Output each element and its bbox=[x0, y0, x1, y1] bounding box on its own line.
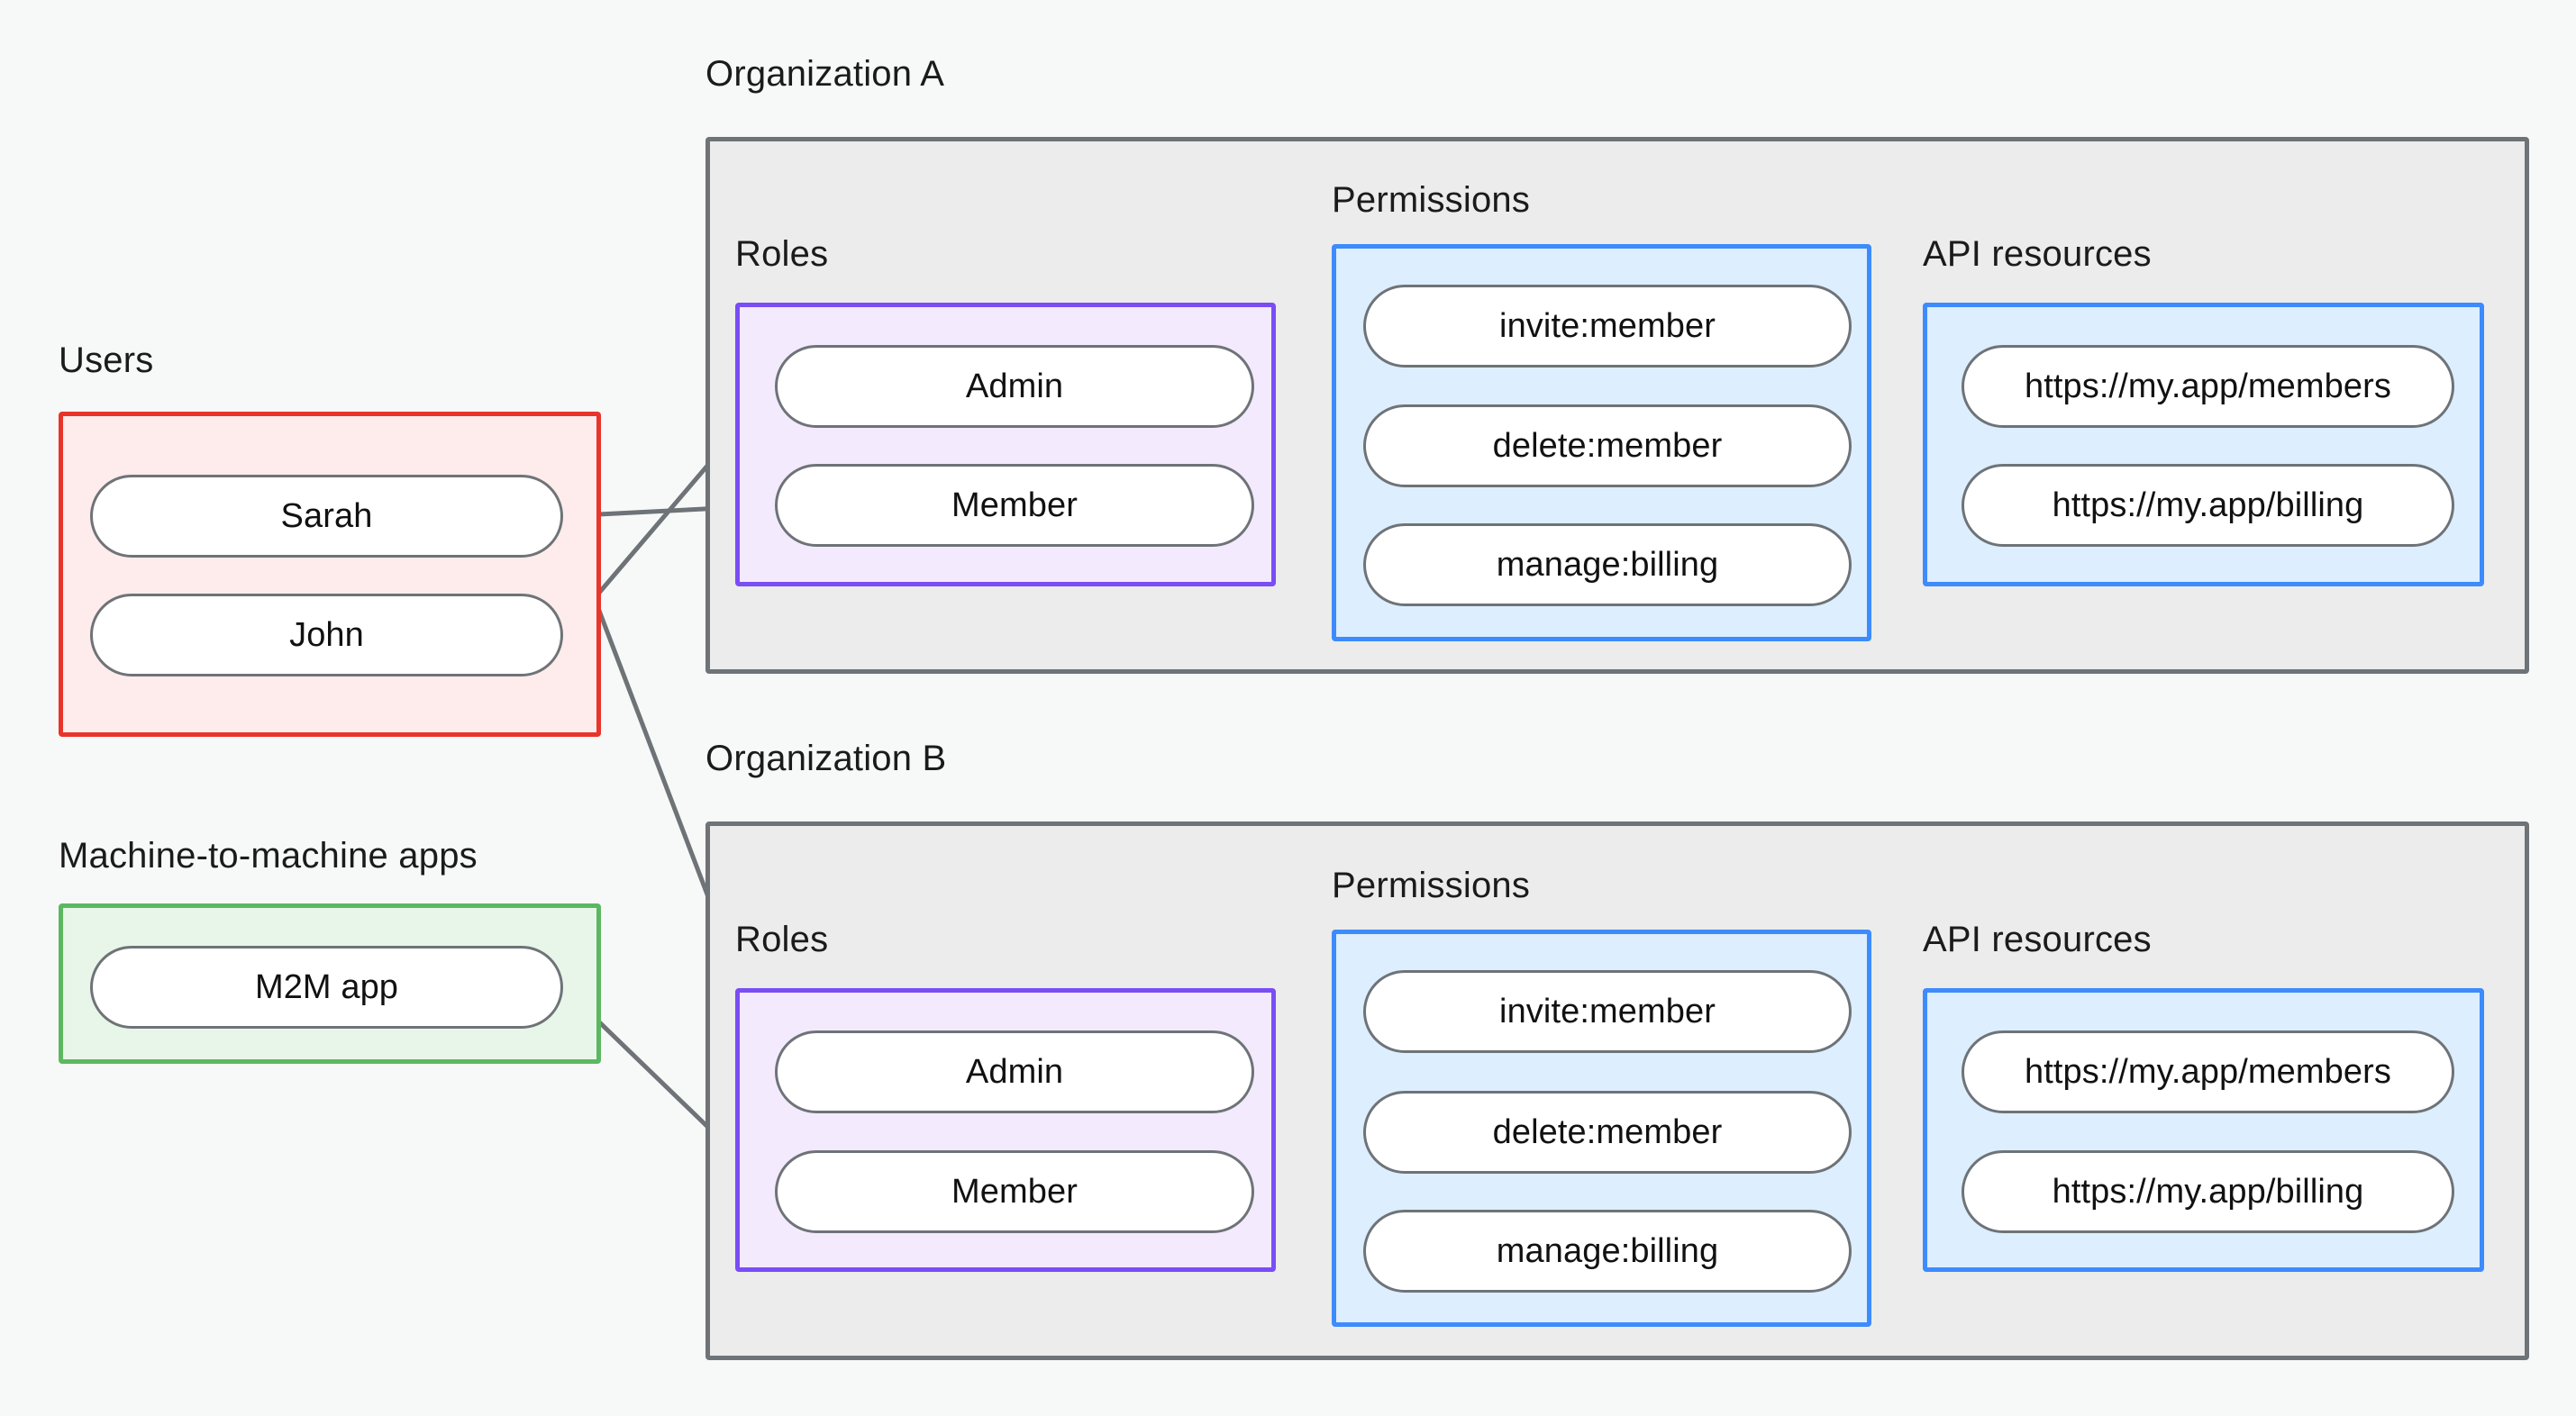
user-node-john[interactable]: John bbox=[90, 594, 563, 676]
user-node-sarah[interactable]: Sarah bbox=[90, 475, 563, 558]
m2m-node-label: M2M app bbox=[254, 967, 399, 1006]
org-a-api-resource-billing[interactable]: https://my.app/billing bbox=[1962, 464, 2454, 547]
api-resource-label: https://my.app/members bbox=[2025, 367, 2391, 405]
org-b-permissions-caption: Permissions bbox=[1332, 866, 1531, 905]
m2m-caption: Machine-to-machine apps bbox=[59, 836, 478, 876]
org-a-permissions-caption: Permissions bbox=[1332, 180, 1531, 220]
users-caption: Users bbox=[59, 340, 154, 380]
org-b-permission-invite-member[interactable]: invite:member bbox=[1363, 970, 1852, 1053]
permission-label: delete:member bbox=[1492, 1112, 1723, 1151]
api-resource-label: https://my.app/billing bbox=[2052, 1172, 2364, 1211]
role-label: Admin bbox=[965, 367, 1064, 405]
org-b-api-resource-billing[interactable]: https://my.app/billing bbox=[1962, 1150, 2454, 1233]
org-b-role-member[interactable]: Member bbox=[775, 1150, 1254, 1233]
permission-label: invite:member bbox=[1499, 992, 1716, 1030]
users-group-box bbox=[59, 412, 601, 737]
org-a-roles-caption: Roles bbox=[735, 234, 829, 274]
permission-label: manage:billing bbox=[1496, 545, 1719, 584]
org-b-api-resource-members[interactable]: https://my.app/members bbox=[1962, 1030, 2454, 1113]
api-resource-label: https://my.app/billing bbox=[2052, 486, 2364, 524]
role-label: Admin bbox=[965, 1052, 1064, 1091]
role-label: Member bbox=[951, 1172, 1078, 1211]
permission-label: delete:member bbox=[1492, 426, 1723, 465]
m2m-node-app[interactable]: M2M app bbox=[90, 946, 563, 1029]
org-a-permission-manage-billing[interactable]: manage:billing bbox=[1363, 523, 1852, 606]
permission-label: invite:member bbox=[1499, 306, 1716, 345]
role-label: Member bbox=[951, 486, 1078, 524]
org-a-caption: Organization A bbox=[705, 54, 945, 94]
org-b-roles-caption: Roles bbox=[735, 920, 829, 959]
org-a-permission-invite-member[interactable]: invite:member bbox=[1363, 285, 1852, 368]
org-b-permission-delete-member[interactable]: delete:member bbox=[1363, 1091, 1852, 1174]
permission-label: manage:billing bbox=[1496, 1231, 1719, 1270]
api-resource-label: https://my.app/members bbox=[2025, 1052, 2391, 1091]
org-a-permission-delete-member[interactable]: delete:member bbox=[1363, 404, 1852, 487]
org-a-role-member[interactable]: Member bbox=[775, 464, 1254, 547]
org-a-role-admin[interactable]: Admin bbox=[775, 345, 1254, 428]
org-b-permission-manage-billing[interactable]: manage:billing bbox=[1363, 1210, 1852, 1293]
user-node-label: Sarah bbox=[280, 496, 373, 535]
org-a-api-caption: API resources bbox=[1923, 234, 2152, 274]
org-b-caption: Organization B bbox=[705, 739, 947, 778]
org-b-role-admin[interactable]: Admin bbox=[775, 1030, 1254, 1113]
org-b-api-caption: API resources bbox=[1923, 920, 2152, 959]
user-node-label: John bbox=[289, 615, 364, 654]
org-a-api-resource-members[interactable]: https://my.app/members bbox=[1962, 345, 2454, 428]
